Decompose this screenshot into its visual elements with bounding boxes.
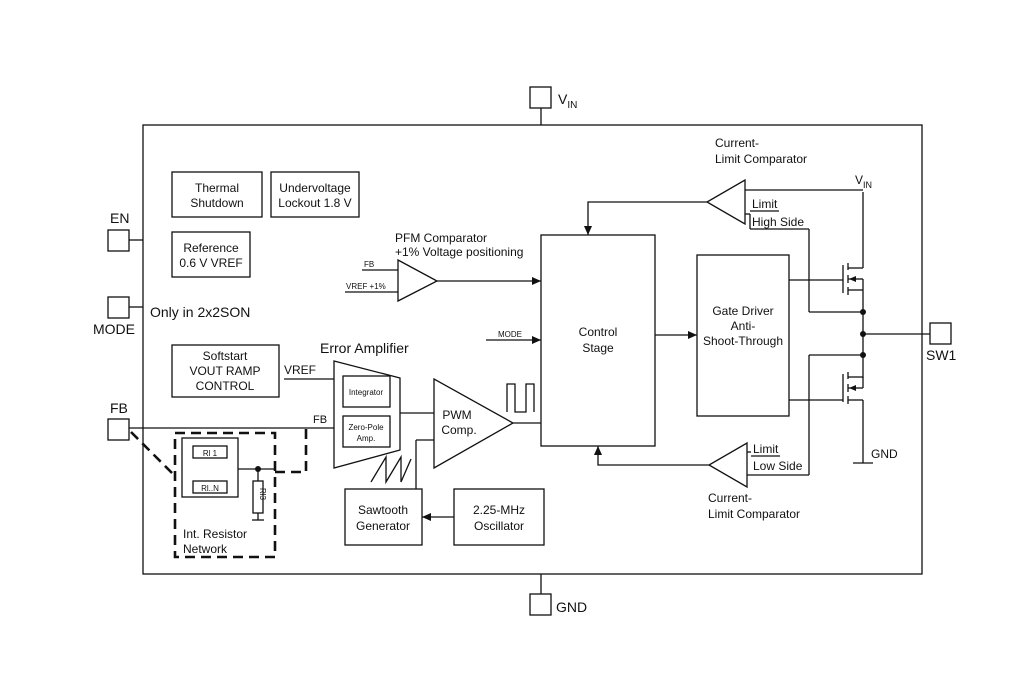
svg-text:Integrator: Integrator [349,388,384,397]
high-side-mosfet [789,263,864,295]
svg-text:Control: Control [579,325,618,339]
mode-pin [107,296,130,319]
svg-text:Lockout 1.8 V: Lockout 1.8 V [278,196,351,210]
zero-pole-amp-block [342,415,391,448]
oscillator-block [453,488,545,546]
error-amplifier-label: Error Amplifier [320,340,409,356]
pfm-comparator [397,258,439,303]
sw1-pin [929,322,952,345]
low-side-mosfet [789,372,864,404]
current-limit-comparator-high [705,178,746,226]
gnd-pin [529,593,552,616]
svg-text:VOUT RAMP: VOUT RAMP [189,364,260,378]
svg-text:Low Side: Low Side [753,459,803,473]
svg-text:Stage: Stage [582,341,614,355]
svg-text:High Side: High Side [752,215,804,229]
sawtooth-waveform [370,454,412,485]
svg-text:Shoot-Through: Shoot-Through [703,334,783,348]
rln-resistor [192,480,228,494]
svg-text:PWM: PWM [442,408,471,422]
svg-text:Limit: Limit [753,442,779,456]
control-stage-block [540,234,656,447]
pwm-waveform [506,383,535,413]
gate-driver-block [696,254,790,417]
svg-text:Reference: Reference [183,241,239,255]
en-pin [107,229,130,252]
reference-block [171,231,251,278]
current-limit-comparator-low [707,441,748,489]
current-limit-bottom-label: Current- [708,491,752,505]
svg-text:Limit Comparator: Limit Comparator [715,152,807,166]
svg-text:Gate Driver: Gate Driver [712,304,773,318]
svg-text:Int. Resistor: Int. Resistor [183,527,247,541]
mode-pin-label: MODE [93,321,135,337]
svg-text:Oscillator: Oscillator [474,519,524,533]
svg-text:Shutdown: Shutdown [190,196,243,210]
svg-text:2.25-MHz: 2.25-MHz [473,503,525,517]
fb-pin [107,418,130,441]
svg-text:Amp.: Amp. [357,434,376,443]
only-in-label: Only in 2x2SON [150,304,250,320]
svg-text:Generator: Generator [356,519,410,533]
mode-line-label: MODE [498,330,522,339]
integrator-block [342,375,391,408]
gnd-pin-label: GND [556,599,587,615]
svg-text:Network: Network [183,542,228,556]
internal-resistor-network: Rl 1 Rl..N Rl3 Int. Resistor Network [130,428,308,559]
chip-outline [142,124,923,575]
sawtooth-generator-block [344,488,423,546]
svg-text:0.6 V VREF: 0.6 V VREF [179,256,242,270]
svg-text:Rl..N: Rl..N [201,484,219,493]
svg-text:CONTROL: CONTROL [196,379,255,393]
svg-text:VREF +1%: VREF +1% [346,282,386,291]
svg-text:Zero-Pole: Zero-Pole [348,423,384,432]
svg-text:Rl 1: Rl 1 [203,449,218,458]
pwm-comparator [433,377,515,470]
softstart-block [171,344,280,398]
svg-text:Anti-: Anti- [731,319,756,333]
vin-pin [529,86,552,109]
svg-text:Comp.: Comp. [441,423,476,437]
en-pin-label: EN [110,210,129,226]
current-limit-top-label: Current- [715,136,759,150]
pfm-comparator-label: PFM Comparator [395,231,487,245]
rl1-resistor [192,445,228,459]
svg-text:Rl3: Rl3 [258,488,267,501]
undervoltage-lockout-block [270,171,360,218]
svg-text:Sawtooth: Sawtooth [358,503,408,517]
sw1-pin-label: SW1 [926,347,957,363]
fb-pin-label: FB [110,400,128,416]
svg-text:Softstart: Softstart [203,349,248,363]
vref-label: VREF [284,363,316,377]
gnd-right-label: GND [871,447,898,461]
vin-right-label: VIN [855,173,872,190]
vin-pin-label: VIN [558,91,577,111]
fb-line-label: FB [313,414,327,426]
svg-text:Thermal: Thermal [195,181,239,195]
svg-text:Limit: Limit [752,197,778,211]
svg-text:FB: FB [364,260,374,269]
svg-text:Limit Comparator: Limit Comparator [708,507,800,521]
svg-text:+1% Voltage positioning: +1% Voltage positioning [395,245,523,259]
thermal-shutdown-block [171,171,263,218]
svg-text:Undervoltage: Undervoltage [279,181,351,195]
